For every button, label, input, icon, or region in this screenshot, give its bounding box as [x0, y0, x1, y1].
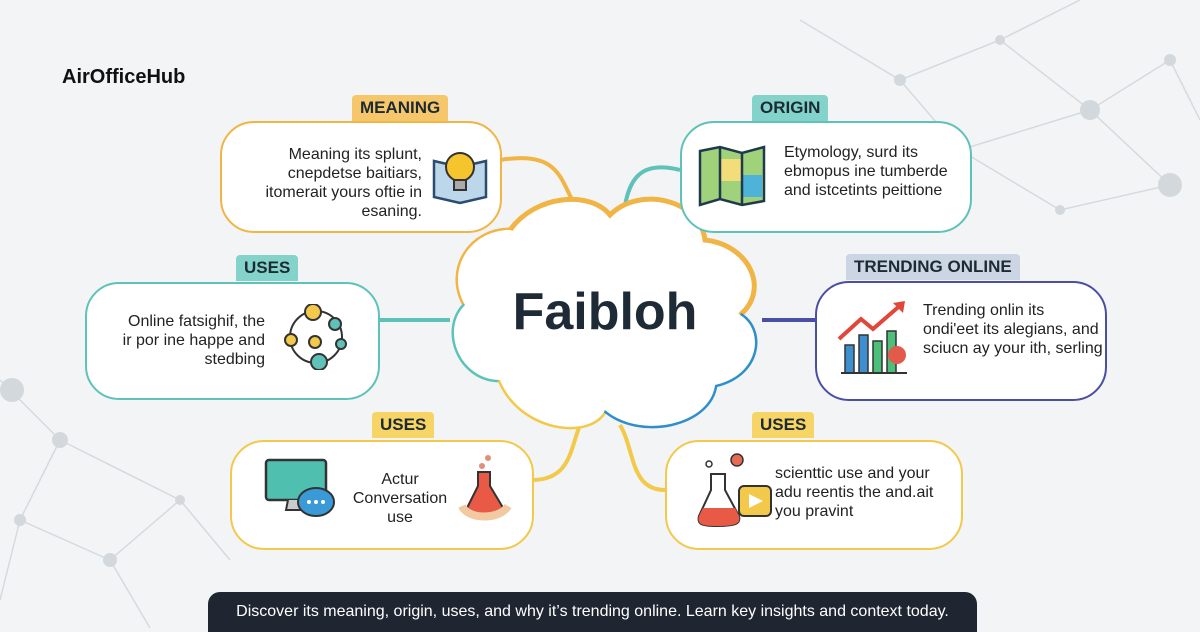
trending-chart-icon [837, 301, 907, 374]
uses-left-card: Online fatsighif, the ir por ine happe a… [85, 282, 380, 400]
uses-bottom-left-card: Actur Conversation use [230, 440, 534, 550]
meaning-label: MEANING [352, 95, 449, 121]
uses-bottom-left-text: Actur Conversation use [352, 471, 448, 526]
trending-card: Trending onlin its ondi'eet its alegians… [815, 281, 1107, 401]
book-lightbulb-icon [432, 152, 488, 205]
uses-bottom-right-card: scienttic use and your adu reentis the a… [665, 440, 963, 550]
uses-bottom-left-label: USES [372, 412, 435, 438]
flask-hands-icon [458, 455, 512, 521]
network-nodes-icon [284, 304, 347, 370]
origin-text: Etymology, surd its ebmopus ine tumberde… [784, 144, 948, 199]
meaning-text: Meaning its splunt, cnepdetse baitiars, … [265, 146, 422, 220]
trending-text: Trending onlin its ondi'eet its alegians… [923, 302, 1103, 357]
uses-bottom-right-text: scienttic use and your adu reentis the a… [775, 465, 934, 520]
uses-bottom-right-label: USES [752, 412, 815, 438]
monitor-chat-icon [264, 458, 335, 517]
flask-play-icon [697, 453, 772, 528]
origin-label: ORIGIN [752, 95, 829, 121]
uses-left-label: USES [236, 255, 299, 281]
brand-logo-text: AirOfficeHub [62, 66, 186, 88]
center-cloud-shape [451, 196, 758, 430]
meaning-card: Meaning its splunt, cnepdetse baitiars, … [220, 121, 502, 233]
trending-label: TRENDING ONLINE [846, 254, 1020, 280]
footer-caption-bar: Discover its meaning, origin, uses, and … [208, 592, 977, 632]
center-topic-title: Faibloh [512, 283, 698, 341]
origin-card: Etymology, surd its ebmopus ine tumberde… [680, 121, 972, 233]
map-icon [698, 145, 766, 207]
uses-left-text: Online fatsighif, the ir por ine happe a… [122, 313, 265, 368]
